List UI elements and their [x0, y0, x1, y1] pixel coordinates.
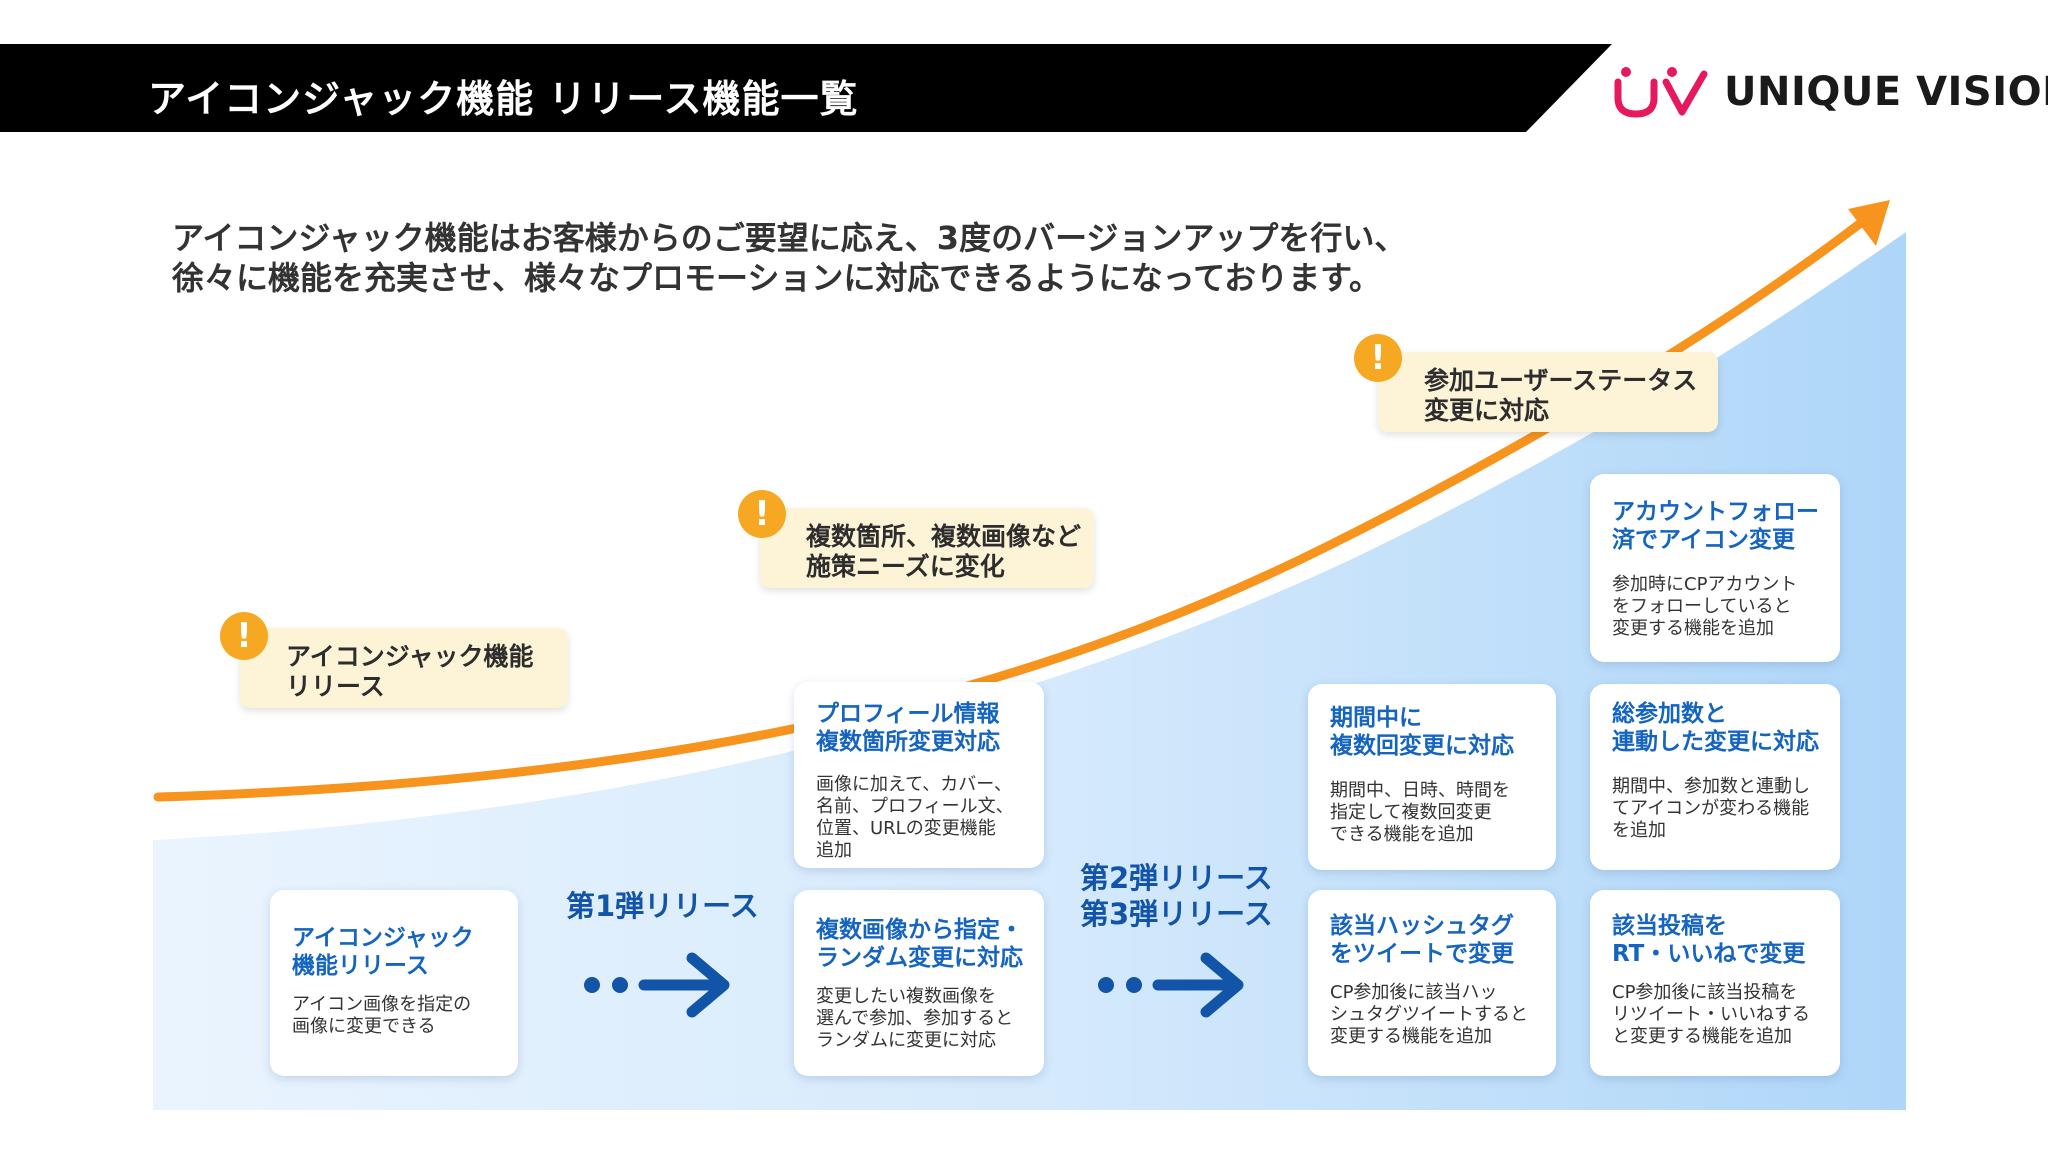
card-title: 総参加数と連動した変更に対応	[1612, 701, 1819, 755]
note-line: 参加ユーザーステータス	[1424, 366, 1698, 395]
exclamation-icon: !	[1354, 334, 1402, 382]
note-user-status: 参加ユーザーステータス 変更に対応	[1378, 352, 1718, 432]
card-description: 参加時にCPアカウントをフォローしていると変更する機能を追加	[1612, 574, 1798, 639]
arrow-right-icon: ••	[584, 952, 730, 1018]
brand-mark-icon: UV	[1614, 67, 1708, 118]
card-hashtag-tweet: 該当ハッシュタグをツイートで変更 CP参加後に該当ハッシュタグツイートすると変更…	[1308, 890, 1556, 1076]
card-description: 画像に加えて、カバー、名前、プロフィール文、 位置、URLの変更機能追加	[816, 774, 1014, 861]
exclamation-icon: !	[738, 490, 786, 538]
growth-arrowhead	[1848, 200, 1890, 246]
note-line: リリース	[286, 672, 385, 701]
card-profile-multi: プロフィール情報複数箇所変更対応 画像に加えて、カバー、名前、プロフィール文、 …	[794, 682, 1044, 868]
note-needs-change: 複数箇所、複数画像など 施策ニーズに変化	[760, 508, 1094, 588]
header-band	[0, 44, 1612, 132]
card-title: アカウントフォロー済でアイコン変更	[1612, 499, 1819, 553]
page-title: アイコンジャック機能 リリース機能一覧	[148, 77, 859, 121]
card-description: CP参加後に該当投稿をリツイート・いいねすると変更する機能を追加	[1612, 982, 1810, 1047]
card-title: 複数画像から指定・ランダム変更に対応	[816, 917, 1023, 971]
brand-name: UNIQUE VISION	[1724, 69, 2048, 115]
card-title: アイコンジャック機能リリース	[292, 925, 474, 979]
note-line: 変更に対応	[1424, 396, 1550, 425]
growth-curve	[153, 217, 1867, 802]
card-description: CP参加後に該当ハッシュタグツイートすると変更する機能を追加	[1330, 982, 1528, 1047]
card-title: 該当ハッシュタグをツイートで変更	[1330, 913, 1514, 967]
note-line: 施策ニーズに変化	[806, 552, 1005, 581]
arrow-right-icon: ••	[1098, 952, 1244, 1018]
card-random-image: 複数画像から指定・ランダム変更に対応 変更したい複数画像を選んで参加、参加すると…	[794, 890, 1044, 1076]
intro-text: アイコンジャック機能はお客様からのご要望に応え、3度のバージョンアップを行い、 …	[172, 218, 1472, 298]
card-description: アイコン画像を指定の画像に変更できる	[292, 994, 472, 1037]
card-title: 期間中に複数回変更に対応	[1330, 705, 1514, 759]
card-icon-jack-release: アイコンジャック機能リリース アイコン画像を指定の画像に変更できる	[270, 890, 518, 1076]
release-1-label: 第1弾リリース	[566, 889, 759, 923]
card-description: 変更したい複数画像を選んで参加、参加するとランダムに変更に対応	[816, 986, 1014, 1051]
card-description: 期間中、日時、時間を指定して複数回変更できる機能を追加	[1330, 780, 1510, 845]
intro-line-1: アイコンジャック機能はお客様からのご要望に応え、3度のバージョンアップを行い、	[172, 219, 1407, 257]
brand-logo: UV UNIQUE VISION	[1612, 62, 2048, 122]
intro-line-2: 徐々に機能を充実させ、様々なプロモーションに対応できるようになっております。	[172, 259, 1381, 297]
card-account-follow: アカウントフォロー済でアイコン変更 参加時にCPアカウントをフォローしていると変…	[1590, 474, 1840, 662]
note-initial-release: アイコンジャック機能 リリース	[240, 628, 568, 708]
note-line: 複数箇所、複数画像など	[806, 522, 1082, 551]
card-total-participants: 総参加数と連動した変更に対応 期間中、参加数と連動してアイコンが変わる機能を追加	[1590, 684, 1840, 870]
exclamation-icon: !	[220, 612, 268, 660]
card-title: プロフィール情報複数箇所変更対応	[816, 701, 1000, 755]
card-period-multi: 期間中に複数回変更に対応 期間中、日時、時間を指定して複数回変更できる機能を追加	[1308, 684, 1556, 870]
release-2-3-label: 第2弾リリース 第3弾リリース	[1080, 861, 1273, 931]
note-line: アイコンジャック機能	[286, 642, 534, 671]
card-description: 期間中、参加数と連動してアイコンが変わる機能を追加	[1612, 776, 1810, 841]
